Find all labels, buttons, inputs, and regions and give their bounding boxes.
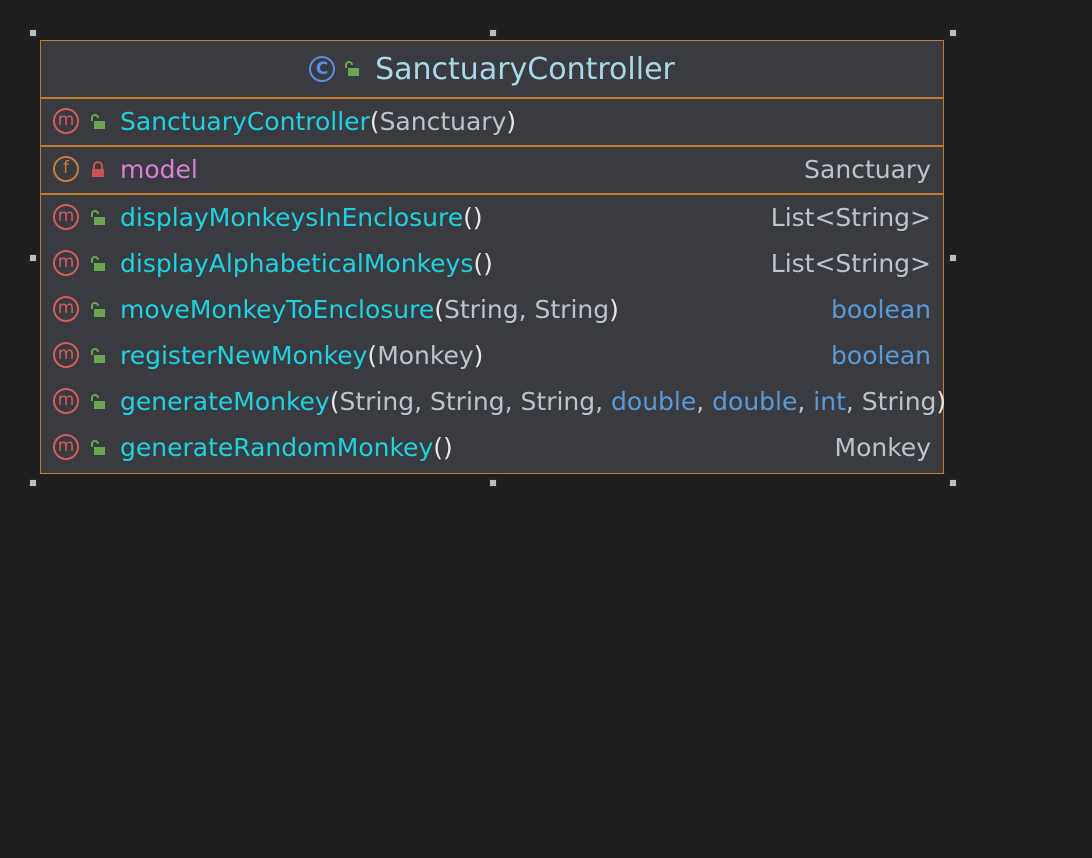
constructor-row[interactable]: m SanctuaryController(Sanctuary)	[41, 99, 943, 145]
fields-section: f model Sanctuary	[41, 147, 943, 195]
resize-handle-top[interactable]	[489, 29, 497, 37]
method-signature: generateRandomMonkey()	[120, 433, 453, 462]
uml-class-box[interactable]: C SanctuaryController m SanctuaryControl…	[40, 40, 947, 474]
public-lock-icon	[345, 61, 360, 76]
public-lock-icon	[91, 440, 105, 455]
constructor-name: SanctuaryController	[120, 107, 370, 136]
return-type: boolean	[831, 341, 931, 370]
resize-handle-bottom-left[interactable]	[29, 479, 37, 487]
constructor-params: Sanctuary	[379, 107, 507, 136]
param-type: String	[520, 387, 596, 416]
method-icon: m	[53, 250, 79, 276]
constructors-section: m SanctuaryController(Sanctuary)	[41, 99, 943, 147]
private-lock-icon	[92, 161, 104, 177]
method-signature: registerNewMonkey(Monkey)	[120, 341, 484, 370]
method-icon: m	[53, 204, 79, 230]
public-lock-icon	[91, 394, 105, 409]
field-icon: f	[53, 156, 79, 182]
public-lock-icon	[91, 348, 105, 363]
resize-handle-left[interactable]	[29, 254, 37, 262]
resize-handle-top-right[interactable]	[949, 29, 957, 37]
field-row[interactable]: f model Sanctuary	[41, 147, 943, 193]
method-row[interactable]: m generateMonkey(String, String, String, …	[41, 379, 947, 425]
resize-handle-bottom-right[interactable]	[949, 479, 957, 487]
return-type: List<String>	[770, 249, 931, 278]
return-type: boolean	[831, 295, 931, 324]
method-signature: displayAlphabeticalMonkeys()	[120, 249, 493, 278]
method-name: displayMonkeysInEnclosure	[120, 203, 464, 232]
resize-handle-top-left[interactable]	[29, 29, 37, 37]
class-c-icon: C	[309, 56, 336, 82]
method-name: generateRandomMonkey	[120, 433, 434, 462]
return-type: List<String>	[770, 203, 931, 232]
param-type: String	[861, 387, 937, 416]
method-name: moveMonkeyToEnclosure	[120, 295, 435, 324]
method-row[interactable]: m displayMonkeysInEnclosure() List<String>	[41, 195, 943, 241]
field-name: model	[120, 155, 198, 184]
method-icon: m	[53, 388, 79, 414]
param-type: double	[611, 387, 697, 416]
constructor-signature: SanctuaryController(Sanctuary)	[120, 107, 517, 136]
method-name: registerNewMonkey	[120, 341, 368, 370]
method-signature: generateMonkey(String, String, String, d…	[120, 387, 947, 416]
method-icon: m	[53, 342, 79, 368]
public-lock-icon	[91, 256, 105, 271]
resize-handle-bottom[interactable]	[489, 479, 497, 487]
method-row[interactable]: m generateRandomMonkey() Monkey	[41, 425, 943, 471]
method-icon: m	[53, 434, 79, 460]
method-name: displayAlphabeticalMonkeys	[120, 249, 474, 278]
param-type: String	[339, 387, 415, 416]
param-type: Monkey	[377, 341, 474, 370]
param-type: String	[534, 295, 610, 324]
return-type: Monkey	[834, 433, 931, 462]
param-type: String	[444, 295, 519, 324]
method-row[interactable]: m moveMonkeyToEnclosure(String, String) bo…	[41, 287, 943, 333]
method-name: generateMonkey	[120, 387, 330, 416]
method-row[interactable]: m registerNewMonkey(Monkey) boolean	[41, 333, 943, 379]
param-type: int	[813, 387, 846, 416]
field-type: Sanctuary	[804, 155, 931, 184]
public-lock-icon	[91, 114, 105, 129]
method-signature: moveMonkeyToEnclosure(String, String)	[120, 295, 619, 324]
param-type: String	[430, 387, 505, 416]
method-row[interactable]: m displayAlphabeticalMonkeys() List<String…	[41, 241, 943, 287]
public-lock-icon	[91, 210, 105, 225]
method-icon: m	[53, 108, 79, 134]
resize-handle-right[interactable]	[949, 254, 957, 262]
class-title: SanctuaryController	[375, 51, 675, 87]
methods-section: m displayMonkeysInEnclosure() List<String>…	[41, 195, 947, 471]
method-icon: m	[53, 296, 79, 322]
public-lock-icon	[91, 302, 105, 317]
method-signature: displayMonkeysInEnclosure()	[120, 203, 483, 232]
param-type: double	[712, 387, 798, 416]
class-header[interactable]: C SanctuaryController	[41, 41, 943, 99]
